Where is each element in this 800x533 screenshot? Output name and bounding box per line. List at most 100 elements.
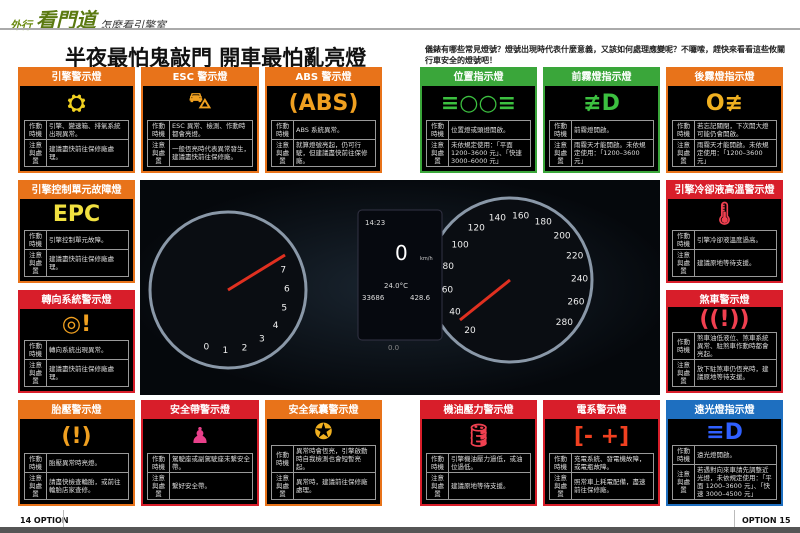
- coolant-temp-icon: 🌡: [710, 202, 739, 227]
- card-info-table: 作動時機位置燈或頭燈開啟。 注意與處置未依規定使用：「平面 1200–3600 …: [426, 120, 531, 167]
- trip-readout: 428.6: [410, 294, 431, 302]
- epc-icon: EPC: [52, 202, 101, 227]
- clock-readout: 14:23: [365, 219, 385, 227]
- action-label: 注意與處置: [24, 359, 47, 387]
- when-text: 遠光燈開啟。: [694, 445, 777, 465]
- speed-needle: [459, 278, 511, 322]
- warning-light-card: 位置指示燈 ≡○○≡ 作動時機位置燈或頭燈開啟。 注意與處置未依規定使用：「平面…: [420, 67, 537, 173]
- tach-needle: [227, 253, 286, 292]
- action-label: 注意與處置: [24, 249, 47, 277]
- card-info-table: 作動時機異常時會恆亮，引擎啟動時自我檢測也會短暫亮起。 注意與處置異常時，建議前…: [271, 445, 376, 500]
- warning-light-card: 安全氣囊警示燈 ✪ 作動時機異常時會恆亮，引擎啟動時自我檢測也會短暫亮起。 注意…: [265, 400, 382, 506]
- gauge-tick-label: 5: [281, 304, 287, 314]
- gauge-tick-label: 180: [535, 218, 552, 228]
- when-label: 作動時機: [549, 453, 572, 473]
- card-title: 安全氣囊警示燈: [267, 402, 380, 419]
- when-label: 作動時機: [672, 230, 695, 250]
- card-title: 引擎控制單元故障燈: [20, 182, 133, 199]
- tire-pressure-icon: (!): [61, 423, 92, 449]
- gauge-tick-label: 140: [489, 213, 506, 223]
- engine-icon: ⛭: [67, 90, 86, 116]
- when-text: 位置燈或頭燈開啟。: [448, 120, 531, 140]
- card-title: 安全帶警示燈: [143, 402, 257, 419]
- card-title: 轉向系統警示燈: [20, 292, 133, 309]
- action-text: 建議盡快前往保修廠處理。: [46, 139, 129, 167]
- header-prefix: 外行: [10, 19, 32, 32]
- warning-light-card: 後霧燈指示燈 O≢ 作動時機若忘記關閉，下次開大燈可能仍會開啟。 注意與處置雨霧…: [666, 67, 783, 173]
- when-text: 充電系統、發電機故障，或電瓶故障。: [571, 453, 654, 473]
- intro-text: 儀錶有哪些常見燈號？燈號出現時代表什麼意義，又該如何處理應變呢？不囉嗦，趕快來看…: [425, 45, 785, 65]
- gauge-tick-label: 160: [512, 211, 529, 221]
- gauge-tick-label: 20: [464, 326, 476, 336]
- action-label: 注意與處置: [24, 139, 47, 167]
- action-label: 注意與處置: [426, 472, 449, 500]
- card-info-table: 作動時機引擎控制單元故障。 注意與處置建議盡快前往保修廠處理。: [24, 230, 129, 277]
- when-label: 作動時機: [672, 332, 695, 360]
- when-text: 異常時會恆亮，引擎啟動時自我檢測也會短暫亮起。: [293, 445, 376, 473]
- card-title: ESC 警示燈: [143, 69, 257, 86]
- card-title: 後霧燈指示燈: [668, 69, 781, 86]
- high-beam-icon: ≡D: [706, 419, 743, 445]
- footer-divider: [734, 510, 735, 527]
- card-title: 胎壓警示燈: [20, 402, 133, 419]
- warning-light-card: 胎壓警示燈 (!) 作動時機胎壓異常時亮燈。 注意與處置請盡快檢查輪胎，或前往輪…: [18, 400, 135, 506]
- card-title: 位置指示燈: [422, 69, 535, 86]
- gauge-tick-label: 220: [566, 251, 583, 261]
- header-divider: [0, 28, 800, 30]
- action-text: 建議原地等待支援。: [694, 249, 777, 277]
- when-text: 引擎機油壓力過低，或油位過低。: [448, 453, 531, 473]
- gauge-tick-label: 200: [553, 232, 570, 242]
- when-text: 引擎控制單元故障。: [46, 230, 129, 250]
- card-info-table: 作動時機前霧燈開啟。 注意與處置雨霧天才能開啟。未依規定使用：「1200–360…: [549, 120, 654, 167]
- page-number-left: 14 OPTION: [20, 516, 69, 525]
- card-info-table: 作動時機充電系統、發電機故障，或電瓶故障。 注意與處置照常車上耗電配備，盡速前往…: [549, 453, 654, 500]
- action-label: 注意與處置: [24, 472, 47, 500]
- card-info-table: 作動時機轉向系統出現異常。 注意與處置建議盡快前往保修廠處理。: [24, 340, 129, 387]
- warning-light-card: 遠光燈指示燈 ≡D 作動時機遠光燈開啟。 注意與處置若遇對向來車請先調整近光燈，…: [666, 400, 783, 506]
- card-info-table: 作動時機遠光燈開啟。 注意與處置若遇對向來車請先調整近光燈，未依規定使用：「平面…: [672, 445, 777, 500]
- gauge-tick-label: 6: [284, 285, 290, 295]
- warning-light-card: 電系警示燈 [- +] 作動時機充電系統、發電機故障，或電瓶故障。 注意與處置照…: [543, 400, 660, 506]
- action-label: 注意與處置: [271, 472, 294, 500]
- oil-pressure-icon: 🛢: [464, 423, 493, 449]
- gauge-tick-label: 7: [280, 265, 286, 275]
- front-fog-light-icon: ≢D: [583, 90, 620, 116]
- warning-light-card: 煞車警示燈 ((!)) 作動時機煞車油低液位、煞車系統異常、駐煞車作動時都會亮起…: [666, 290, 783, 393]
- when-text: 引擎冷卻液溫度過高。: [694, 230, 777, 250]
- action-label: 注意與處置: [549, 139, 572, 167]
- card-title: 機油壓力警示燈: [422, 402, 535, 419]
- gauge-tick-label: 120: [468, 224, 485, 234]
- gauge-tick-label: 60: [442, 286, 454, 296]
- card-title: 引擎冷卻液高溫警示燈: [668, 182, 781, 199]
- warning-light-card: 引擎冷卻液高溫警示燈 🌡 作動時機引擎冷卻液溫度過高。 注意與處置建議原地等待支…: [666, 180, 783, 283]
- when-label: 作動時機: [271, 120, 294, 140]
- card-title: ABS 警示燈: [267, 69, 380, 86]
- speed-unit: km/h: [420, 256, 433, 262]
- gauge-tick-label: 280: [556, 318, 573, 328]
- gauge-tick-label: 240: [571, 274, 588, 284]
- card-info-table: 作動時機引擎冷卻液溫度過高。 注意與處置建議原地等待支援。: [672, 230, 777, 277]
- action-label: 注意與處置: [426, 139, 449, 167]
- warning-light-card: 轉向系統警示燈 ◎! 作動時機轉向系統出現異常。 注意與處置建議盡快前往保修廠處…: [18, 290, 135, 393]
- header-subtitle: 怎麼看引擎室: [100, 19, 166, 32]
- esc-skid-icon: ⛍: [188, 89, 212, 114]
- action-text: 請盡快檢查輪胎，或前往輪胎店家查修。: [46, 472, 129, 500]
- warning-light-card: 安全帶警示燈 ♟ 作動時機駕駛座或副駕駛座未繫安全帶。 注意與處置繫好安全帶。: [141, 400, 259, 506]
- when-label: 作動時機: [24, 340, 47, 360]
- action-label: 注意與處置: [549, 472, 572, 500]
- temp-readout: 24.0°C: [384, 282, 408, 290]
- when-text: ESC 異常、檢測、作動時都會亮燈。: [169, 120, 253, 140]
- card-title: 遠光燈指示燈: [668, 402, 781, 419]
- position-light-icon: ≡○○≡: [440, 90, 517, 116]
- action-label: 注意與處置: [672, 359, 695, 387]
- odometer-readout: 33686: [362, 294, 385, 302]
- speed-readout: 0: [395, 241, 408, 265]
- when-label: 作動時機: [549, 120, 572, 140]
- card-title: 引擎警示燈: [20, 69, 133, 86]
- gauge-tick-label: 4: [273, 321, 279, 331]
- seatbelt-icon: ♟: [190, 423, 210, 449]
- when-text: 胎壓異常時亮燈。: [46, 453, 129, 473]
- warning-light-card: 引擎警示燈 ⛭ 作動時機引擎、變速箱、排氣系統出現異常。 注意與處置建議盡快前往…: [18, 67, 135, 173]
